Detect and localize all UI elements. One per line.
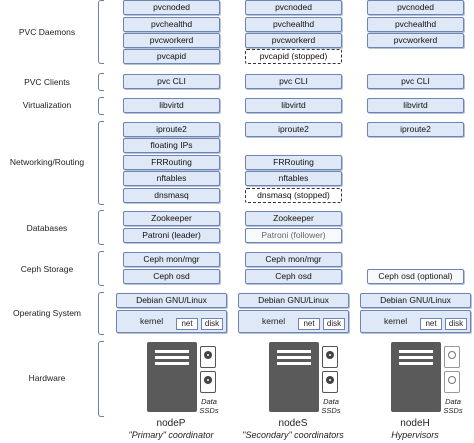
kernel-label: kernel xyxy=(384,316,408,326)
pvchealthd-box: pvchealthd xyxy=(367,17,464,32)
pvchealthd-box: pvchealthd xyxy=(123,17,220,32)
kernel-box: kernel net disk xyxy=(360,310,471,333)
libvirtd-box: libvirtd xyxy=(245,98,342,113)
iproute2-box: iproute2 xyxy=(245,122,342,137)
pvchealthd-box: pvchealthd xyxy=(245,17,342,32)
debian-box: Debian GNU/Linux xyxy=(116,293,227,308)
pvc-cli-box: pvc CLI xyxy=(123,74,220,89)
pvcworkerd-box: pvcworkerd xyxy=(245,33,342,48)
floating-ips-box: floating IPs xyxy=(123,138,220,153)
ssd-icon xyxy=(444,371,460,393)
kernel-net-box: net xyxy=(420,318,442,330)
category-pvc-clients: PVC Clients xyxy=(24,77,70,87)
data-ssds-label: Data SSDs xyxy=(199,397,219,415)
server-icon xyxy=(391,342,441,412)
ceph-osd-box: Ceph osd xyxy=(123,269,220,284)
frrouting-box: FRRouting xyxy=(245,155,342,170)
node-description: "Secondary" coordinators xyxy=(242,430,344,440)
kernel-label: kernel xyxy=(140,316,164,326)
pvcworkerd-box: pvcworkerd xyxy=(367,33,464,48)
kernel-box: kernel net disk xyxy=(116,310,227,333)
patroni-box: Patroni (follower) xyxy=(245,228,342,243)
node-description: Hypervisors xyxy=(391,430,439,440)
pvc-cli-box: pvc CLI xyxy=(245,74,342,89)
node-name: nodeP xyxy=(156,418,186,429)
pvcapid-stopped-box: pvcapid (stopped) xyxy=(245,49,342,64)
server-icon xyxy=(147,342,197,412)
patroni-box: Patroni (leader) xyxy=(123,228,220,243)
bracket-hardware xyxy=(98,341,104,417)
category-operating-system: Operating System xyxy=(12,308,82,318)
data-ssds-label: Data SSDs xyxy=(321,397,341,415)
ssd-icon xyxy=(200,346,216,368)
pvcworkerd-box: pvcworkerd xyxy=(123,33,220,48)
pvcnoded-box: pvcnoded xyxy=(367,0,464,15)
bracket-networking xyxy=(98,121,104,205)
pvc-cli-box: pvc CLI xyxy=(367,74,464,89)
kernel-label: kernel xyxy=(262,316,286,326)
nftables-box: nftables xyxy=(245,171,342,186)
node-name: nodeH xyxy=(400,418,430,429)
ssd-icon xyxy=(444,346,460,368)
kernel-net-box: net xyxy=(298,318,320,330)
category-virtualization: Virtualization xyxy=(22,100,72,110)
ssd-icon xyxy=(322,346,338,368)
bracket-databases xyxy=(98,210,104,245)
server-icon xyxy=(269,342,319,412)
pvcnoded-box: pvcnoded xyxy=(245,0,342,15)
category-ceph-storage: Ceph Storage xyxy=(20,264,74,274)
frrouting-box: FRRouting xyxy=(123,155,220,170)
kernel-disk-box: disk xyxy=(323,318,345,330)
kernel-box: kernel net disk xyxy=(238,310,349,333)
category-pvc-daemons: PVC Daemons xyxy=(18,27,76,37)
data-ssds-label: Data SSDs xyxy=(443,397,463,415)
ceph-mon-mgr-box: Ceph mon/mgr xyxy=(245,252,342,267)
debian-box: Debian GNU/Linux xyxy=(238,293,349,308)
pvcnoded-box: pvcnoded xyxy=(123,0,220,15)
zookeeper-box: Zookeeper xyxy=(245,211,342,226)
bracket-virtualization xyxy=(98,97,104,115)
ceph-osd-box: Ceph osd xyxy=(245,269,342,284)
nftables-box: nftables xyxy=(123,171,220,186)
ceph-mon-mgr-box: Ceph mon/mgr xyxy=(123,252,220,267)
category-networking: Networking/Routing xyxy=(9,157,85,167)
kernel-net-box: net xyxy=(176,318,198,330)
libvirtd-box: libvirtd xyxy=(367,98,464,113)
iproute2-box: iproute2 xyxy=(123,122,220,137)
ceph-osd-optional-box: Ceph osd (optional) xyxy=(367,269,464,284)
debian-box: Debian GNU/Linux xyxy=(360,293,471,308)
dnsmasq-stopped-box: dnsmasq (stopped) xyxy=(245,188,342,203)
ssd-icon xyxy=(322,371,338,393)
category-hardware: Hardware xyxy=(28,373,66,383)
category-databases: Databases xyxy=(26,223,68,233)
kernel-disk-box: disk xyxy=(445,318,467,330)
node-description: "Primary" coordinator xyxy=(128,430,214,440)
dnsmasq-box: dnsmasq xyxy=(123,188,220,203)
bracket-pvc-clients xyxy=(98,73,104,91)
ssd-icon xyxy=(200,371,216,393)
bracket-pvc-daemons xyxy=(98,0,104,64)
bracket-ceph-storage xyxy=(98,251,104,286)
zookeeper-box: Zookeeper xyxy=(123,211,220,226)
bracket-operating-system xyxy=(98,292,104,335)
kernel-disk-box: disk xyxy=(201,318,223,330)
node-name: nodeS xyxy=(278,418,308,429)
libvirtd-box: libvirtd xyxy=(123,98,220,113)
iproute2-box: iproute2 xyxy=(367,122,464,137)
pvcapid-box: pvcapid xyxy=(123,49,220,64)
